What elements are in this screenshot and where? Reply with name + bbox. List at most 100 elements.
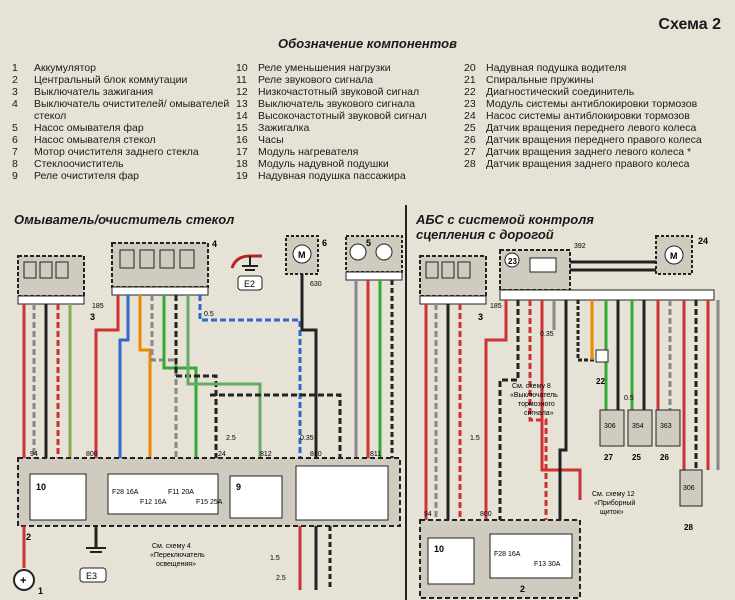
- section-title-abs-line1: АБС с системой контроля: [416, 212, 594, 227]
- legend-item: 17 Модуль нагревателя: [236, 146, 461, 158]
- wires-left: [22, 274, 394, 458]
- component-4-label: 4: [212, 239, 217, 249]
- legend-item-label: Датчик вращения переднего правого колеса: [486, 134, 702, 146]
- ground-e2: [237, 275, 263, 291]
- wire-0.35-left: 0.35: [300, 435, 314, 442]
- legend-item-number: 18: [236, 158, 248, 170]
- sensor-354: 354: [632, 423, 644, 430]
- legend-item-number: 23: [464, 98, 476, 110]
- fuse-f11: F11 20A: [168, 489, 194, 496]
- wire-630: 630: [310, 281, 322, 288]
- wires-right: [424, 300, 720, 520]
- wire-0.35-right: 0.35: [540, 331, 554, 338]
- ground-e2-label: E2: [244, 279, 255, 289]
- legend-item-number: 14: [236, 110, 248, 122]
- component-1-label: 1: [38, 586, 43, 596]
- legend-item-number: 3: [12, 86, 18, 98]
- wire-811: 811: [370, 451, 381, 458]
- legend-item-number: 25: [464, 122, 476, 134]
- note-scheme12-l3: щиток»: [600, 509, 624, 516]
- legend-item-label: Стеклоочиститель: [34, 158, 124, 170]
- legend-item-number: 11: [236, 74, 247, 86]
- section-title-washer: Омыватель/очиститель стекол: [14, 212, 235, 227]
- note-scheme4-l2: «Переключатель: [150, 552, 205, 559]
- note-scheme12-l2: «Приборный: [594, 499, 635, 507]
- svg-text:M: M: [670, 251, 678, 261]
- legend-item-label: Аккумулятор: [34, 62, 96, 74]
- ground-e3-label: E3: [86, 571, 97, 581]
- component-9-label: 9: [236, 482, 241, 492]
- component-27-label: 27: [604, 453, 613, 462]
- legend-item-number: 15: [236, 122, 248, 134]
- scheme-title: Схема 2: [658, 16, 721, 33]
- wire-810: 810: [310, 451, 322, 458]
- wire-392: 392: [574, 243, 586, 250]
- legend-item-number: 16: [236, 134, 248, 146]
- fuse-f15: F15 25A: [196, 499, 223, 506]
- legend-item-number: 24: [464, 110, 476, 122]
- legend-item-label: Модуль системы антиблокировки тормозов: [486, 98, 698, 110]
- legend-item: 27 Датчик вращения заднего левого колеса …: [464, 146, 732, 158]
- legend-item-label: Датчик вращения заднего правого колеса: [486, 158, 690, 170]
- wire-94-left: 94: [30, 451, 38, 458]
- legend-item-label: Низкочастотный звуковой сигнал: [258, 86, 420, 98]
- wire-1.5-right: 1.5: [470, 435, 480, 442]
- wire-800-right: 800: [480, 511, 492, 518]
- fuse-f28: F28 16A: [112, 489, 139, 496]
- legend-item-label: Выключатель зажигания: [34, 86, 154, 98]
- component-3-label-right: 3: [478, 312, 483, 322]
- note-scheme4-l1: См. схему 4: [152, 543, 191, 550]
- legend-item-number: 20: [464, 62, 476, 74]
- legend-item-number: 10: [236, 62, 248, 74]
- component-26-label: 26: [660, 453, 669, 462]
- abs-module: [499, 249, 571, 291]
- legend-item-number: 9: [12, 170, 18, 182]
- note-scheme8-l2: «Выключатель: [510, 392, 558, 399]
- legend-item: 23 Модуль системы антиблокировки тормозов: [464, 98, 732, 110]
- components-title: Обозначение компонентов: [278, 36, 457, 51]
- component-22-label: 22: [596, 377, 605, 386]
- ignition-switch-right: [419, 255, 487, 305]
- note-scheme12-l1: См. схему 12: [592, 491, 635, 498]
- wire-94-right: 94: [424, 511, 432, 518]
- legend-item-label: Модуль надувной подушки: [258, 158, 389, 170]
- legend-item-label: Спиральные пружины: [486, 74, 594, 86]
- legend-item-number: 4: [12, 98, 18, 110]
- headlight-washer-pump: [345, 235, 403, 281]
- wire-185-right: 185: [490, 303, 502, 310]
- legend-item-label: Диагностический соединитель: [486, 86, 635, 98]
- component-3-label: 3: [90, 312, 95, 322]
- legend-item-label: Реле очистителя фар: [34, 170, 140, 182]
- legend-item-number: 13: [236, 98, 248, 110]
- legend-item: 18 Модуль надувной подушки: [236, 158, 461, 170]
- central-block-left: [17, 457, 401, 527]
- component-28-label: 28: [684, 523, 693, 532]
- legend-item-number: 2: [12, 74, 18, 86]
- component-6-label: 6: [322, 238, 327, 248]
- legend-item: 3 Выключатель зажигания: [12, 86, 237, 98]
- legend-item-label: Датчик вращения заднего левого колеса *: [486, 146, 692, 158]
- legend-item-number: 28: [464, 158, 476, 170]
- wire-24: 24: [218, 451, 226, 458]
- legend-item-label: Модуль нагревателя: [258, 146, 359, 158]
- legend-item-number: 17: [236, 146, 248, 158]
- wire-2.5-bottom: 2.5: [276, 575, 286, 582]
- legend-item-label: Насос системы антиблокировки тормозов: [486, 110, 690, 122]
- section-title-abs-line2: сцепления с дорогой: [416, 227, 554, 242]
- legend-item-number: 27: [464, 146, 476, 158]
